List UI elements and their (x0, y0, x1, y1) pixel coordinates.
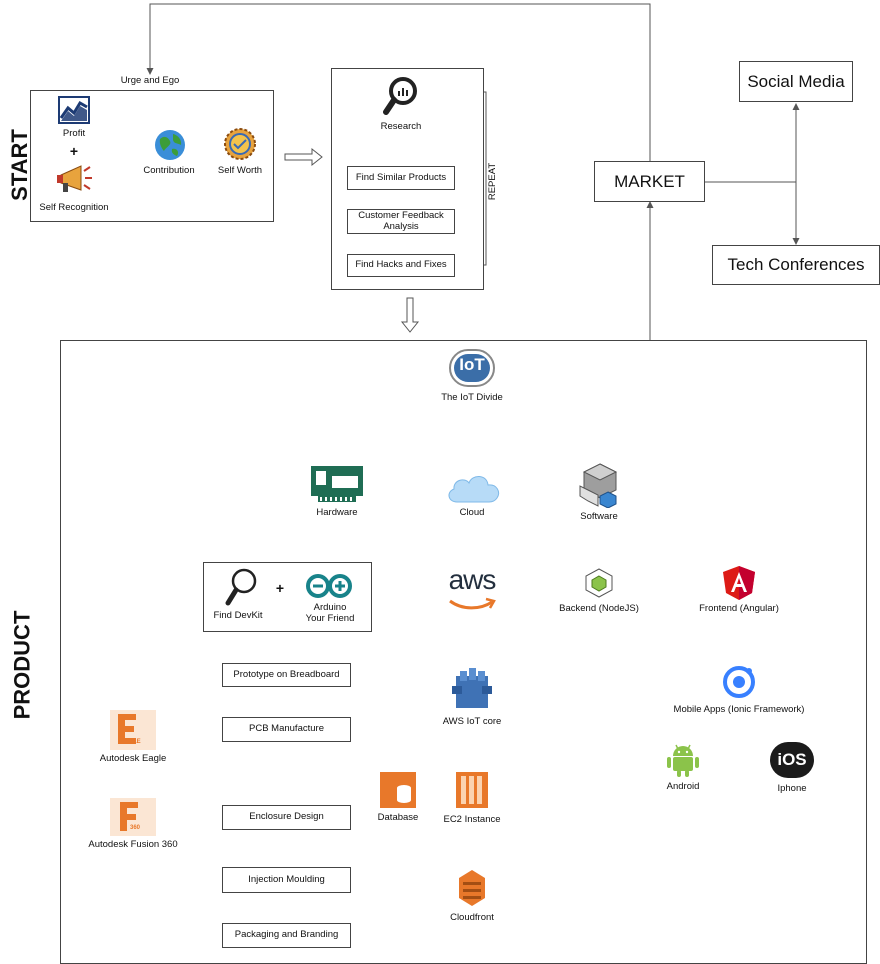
iot-icon (449, 349, 495, 387)
arduino-label: Arduino Your Friend (305, 602, 355, 624)
urge-label: Urge and Ego (120, 75, 180, 86)
aws-iot-core-icon (452, 668, 492, 708)
iot-divide-label: The IoT Divide (441, 392, 503, 403)
ios-icon (770, 742, 814, 778)
step-injection-moulding: Injection Moulding (222, 867, 351, 893)
chart-icon (58, 96, 90, 124)
devkit-magnifier-icon (225, 568, 257, 606)
arduino-icon (306, 574, 353, 598)
iot-logo-text: IoT (459, 355, 485, 374)
social-media-box: Social Media (739, 61, 853, 102)
self-worth-label: Self Worth (217, 165, 263, 176)
autodesk-eagle-label: Autodesk Eagle (99, 753, 167, 764)
android-icon (667, 744, 699, 777)
contribution-label: Contribution (143, 165, 195, 176)
magnifier-icon (383, 77, 417, 115)
database-icon (380, 772, 416, 808)
repeat-label: REPEAT (487, 162, 499, 201)
research-step-customer-feedback: Customer Feedback Analysis (347, 209, 455, 234)
tech-conferences-box: Tech Conferences (712, 245, 880, 285)
software-label: Software (580, 511, 618, 522)
fusion-logo-text: 360 (130, 825, 141, 831)
android-label: Android (666, 781, 700, 792)
ios-logo-text: iOS (777, 750, 807, 769)
fusion-icon (110, 798, 156, 836)
angular-icon (723, 566, 755, 600)
eagle-logo-text: EAGLE (120, 739, 141, 745)
aws-smile-icon (449, 597, 496, 610)
cloudfront-label: Cloudfront (450, 912, 494, 923)
aws-logo-text: aws (448, 564, 497, 595)
product-box (60, 340, 867, 964)
step-pcb-manufacture: PCB Manufacture (222, 717, 351, 742)
cloud-label: Cloud (459, 507, 485, 518)
aws-iot-core-label: AWS IoT core (442, 716, 502, 727)
nodejs-icon (585, 568, 613, 598)
cloudfront-icon (459, 870, 485, 906)
research-step-hacks-fixes: Find Hacks and Fixes (347, 254, 455, 277)
find-devkit-label: Find DevKit (213, 610, 263, 621)
devkit-plus-sign: + (275, 580, 285, 596)
start-label: START (6, 129, 32, 201)
autodesk-fusion-label: Autodesk Fusion 360 (88, 839, 178, 850)
ec2-label: EC2 Instance (443, 814, 501, 825)
step-packaging-branding: Packaging and Branding (222, 923, 351, 948)
step-prototype-breadboard: Prototype on Breadboard (222, 663, 351, 687)
profit-label: Profit (62, 128, 86, 139)
cloud-icon (448, 476, 500, 503)
ec2-icon (456, 772, 488, 808)
ionic-icon (723, 666, 755, 698)
plus-sign: + (69, 143, 79, 159)
software-cubes-icon (579, 463, 618, 508)
frontend-label: Frontend (Angular) (699, 603, 779, 614)
research-label: Research (380, 121, 422, 132)
iphone-label: Iphone (777, 783, 807, 794)
megaphone-icon (57, 165, 92, 192)
eagle-icon (110, 710, 156, 750)
mobile-apps-label: Mobile Apps (Ionic Framework) (673, 704, 805, 715)
backend-label: Backend (NodeJS) (559, 603, 639, 614)
globe-icon (155, 130, 185, 160)
hardware-label: Hardware (316, 507, 358, 518)
award-icon (224, 128, 256, 160)
pcb-icon (311, 466, 363, 502)
database-label: Database (377, 812, 419, 823)
step-enclosure-design: Enclosure Design (222, 805, 351, 830)
self-recognition-label: Self Recognition (39, 202, 109, 213)
product-label: PRODUCT (9, 610, 35, 720)
market-box: MARKET (594, 161, 705, 202)
research-step-similar-products: Find Similar Products (347, 166, 455, 190)
